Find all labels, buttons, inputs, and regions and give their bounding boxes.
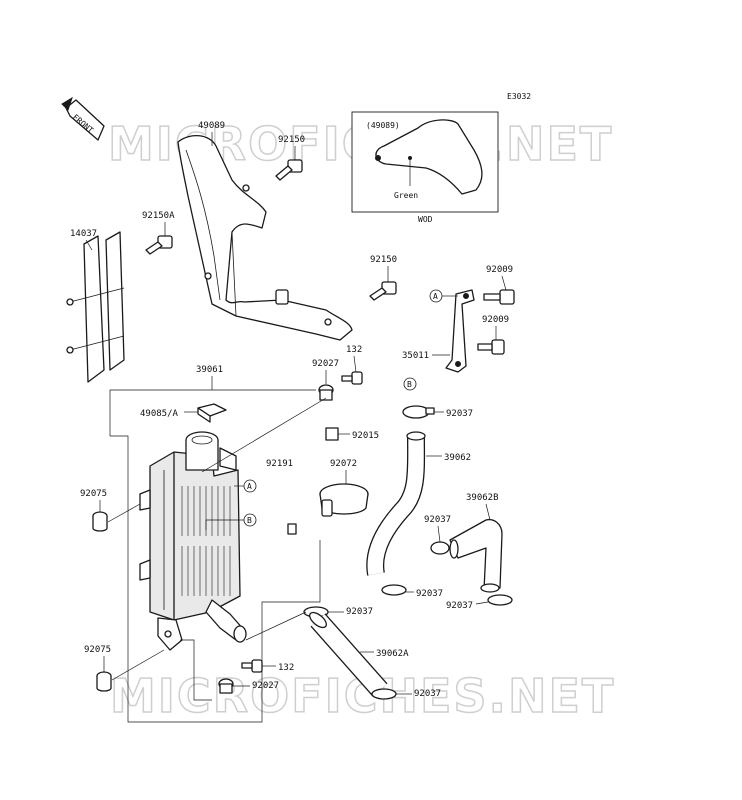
label-92009-a: 92009 <box>486 265 513 275</box>
label-92150-top: 92150 <box>278 135 305 145</box>
inset-box: (49089) Green WOD <box>351 111 499 224</box>
label-132-bottom: 132 <box>278 663 294 673</box>
label-92037-f: 92037 <box>346 607 373 617</box>
label-39062A: 39062A <box>376 649 409 659</box>
svg-text:B: B <box>247 516 252 525</box>
radiator-grille <box>66 231 125 383</box>
label-132-top: 132 <box>346 345 362 355</box>
label-92037-b: 92037 <box>446 409 473 419</box>
svg-text:A: A <box>247 482 252 491</box>
hose-39062B <box>449 518 503 593</box>
front-arrow-icon: FRONT <box>61 96 105 141</box>
bolt-92009-b <box>477 339 505 355</box>
tube-92191-end <box>287 523 297 535</box>
screw-132-bottom <box>241 659 263 673</box>
label-39062: 39062 <box>444 453 471 463</box>
cap-92027-bottom <box>218 678 234 694</box>
clamp-92037-d <box>381 584 407 596</box>
label-92009-b: 92009 <box>482 315 509 325</box>
label-92037-d: 92037 <box>416 589 443 599</box>
clamp-92037-c <box>430 541 450 555</box>
label-92075-top: 92075 <box>80 489 107 499</box>
label-92027-top: 92027 <box>312 359 339 369</box>
callout-b-top <box>403 377 417 391</box>
grommet-92075-top <box>92 511 108 532</box>
clamp-92037-b <box>402 405 430 419</box>
label-49089: 49089 <box>198 121 225 131</box>
pad-49085A <box>197 403 227 423</box>
inset-ref: (49089) <box>366 121 400 130</box>
svg-text:B: B <box>407 380 412 389</box>
diagram-code: E3032 <box>507 92 531 101</box>
clip-92015 <box>325 427 339 441</box>
label-92150A: 92150A <box>142 211 175 221</box>
radiator-39061 <box>139 431 247 651</box>
bolt-92009-a <box>483 289 515 305</box>
label-14037: 14037 <box>70 229 97 239</box>
label-92075-bottom: 92075 <box>84 645 111 655</box>
cap-92027-top <box>318 384 334 401</box>
inset-color: Green <box>394 191 418 200</box>
label-35011: 35011 <box>402 351 429 361</box>
label-92027-bottom: 92027 <box>252 681 279 691</box>
grommet-92075-bottom <box>96 671 112 692</box>
label-92072: 92072 <box>330 459 357 469</box>
bracket-35011 <box>445 289 475 373</box>
label-39061: 39061 <box>196 365 223 375</box>
inset-variant: WOD <box>418 215 433 224</box>
label-49085A: 49085/A <box>140 409 179 419</box>
screw-132-top <box>341 371 363 385</box>
band-92072 <box>319 483 369 517</box>
svg-text:A: A <box>433 292 438 301</box>
label-39062B: 39062B <box>466 493 499 503</box>
clamp-92037-g <box>371 688 397 700</box>
bolt-92150A <box>145 235 173 255</box>
label-92037-g: 92037 <box>414 689 441 699</box>
label-92037-e: 92037 <box>446 601 473 611</box>
label-92037-c: 92037 <box>424 515 451 525</box>
clamp-92037-e <box>487 594 513 606</box>
inset-bolt-hole <box>375 155 381 161</box>
label-92015: 92015 <box>352 431 379 441</box>
bolt-92150-mid <box>369 281 397 301</box>
label-92191: 92191 <box>266 459 293 469</box>
label-92150-mid: 92150 <box>370 255 397 265</box>
radiator-shroud <box>177 135 353 341</box>
radiator-fins <box>181 486 231 596</box>
